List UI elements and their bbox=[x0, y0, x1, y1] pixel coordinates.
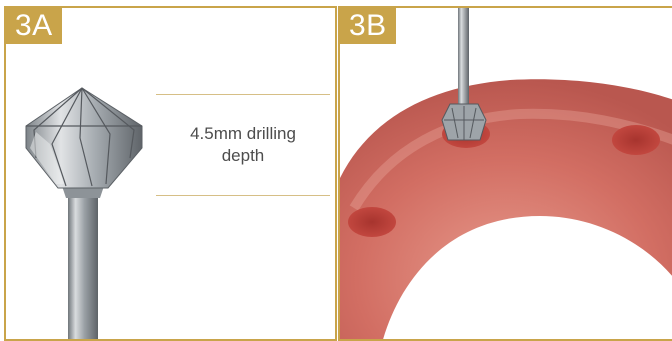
arch-illustration bbox=[340, 8, 672, 341]
panel-label-3a: 3A bbox=[6, 8, 62, 44]
bur-shaft bbox=[68, 188, 98, 341]
implant-hole bbox=[348, 207, 396, 237]
panel-3a: 3A 4.5mm drilling depth bbox=[4, 6, 337, 341]
implant-hole bbox=[612, 125, 660, 155]
bur-head bbox=[26, 88, 142, 188]
drilling-depth-callout: 4.5mm drilling depth bbox=[156, 94, 330, 196]
bur-shaft bbox=[458, 8, 469, 106]
panel-label-3b: 3B bbox=[340, 8, 396, 44]
panel-3b: 3B bbox=[338, 6, 672, 341]
drilling-depth-text: 4.5mm drilling depth bbox=[168, 123, 318, 167]
